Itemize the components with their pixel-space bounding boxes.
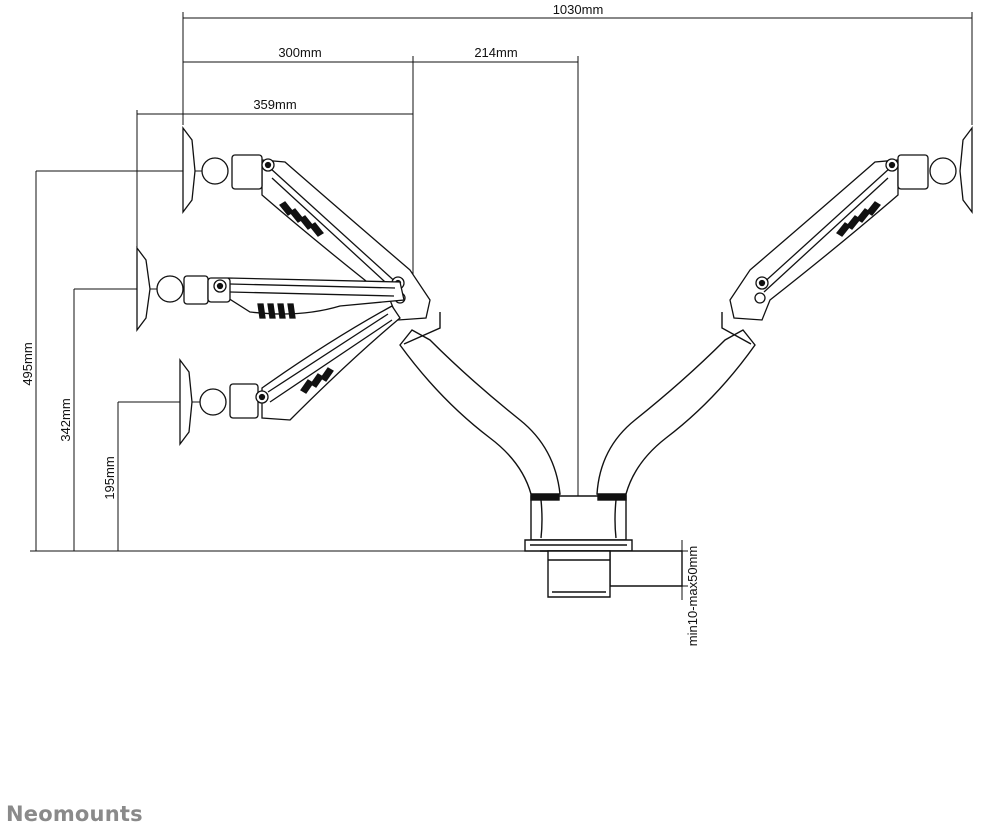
label-height-high: 495mm xyxy=(20,342,35,385)
dimension-lines xyxy=(30,12,973,600)
vent-slots xyxy=(300,367,334,394)
label-height-mid: 342mm xyxy=(58,398,73,441)
tilt-head xyxy=(183,275,209,305)
vesa-plate xyxy=(959,126,973,214)
right-branch xyxy=(596,329,756,495)
label-pole-offset: 214mm xyxy=(474,45,517,60)
clamp-body xyxy=(547,550,611,598)
arm-segment xyxy=(261,305,401,421)
vent-slots xyxy=(257,303,296,319)
label-total-width: 1030mm xyxy=(553,2,604,17)
ball-joint xyxy=(156,275,184,303)
pole-arms xyxy=(399,312,756,495)
vent-slots xyxy=(836,201,881,237)
label-arm-extension: 359mm xyxy=(253,97,296,112)
vent-slots xyxy=(279,201,324,237)
label-height-low: 195mm xyxy=(102,456,117,499)
ball-joint xyxy=(929,157,957,185)
brand-logo: Neomounts xyxy=(6,802,143,826)
left-arm-mid xyxy=(136,246,405,332)
tilt-head xyxy=(229,383,259,419)
left-branch xyxy=(399,329,561,495)
tilt-head xyxy=(897,154,929,190)
ball-joint xyxy=(199,388,227,416)
arm-segment xyxy=(729,159,899,321)
right-arm-high xyxy=(729,126,973,321)
left-arm-low xyxy=(179,305,401,446)
ball-joint xyxy=(201,157,229,185)
vesa-plate xyxy=(179,358,193,446)
tilt-head xyxy=(231,154,263,190)
vesa-plate xyxy=(182,126,196,214)
label-desk-thickness: min10-max50mm xyxy=(685,546,700,646)
base-housing xyxy=(530,495,627,541)
vesa-plate xyxy=(136,246,151,332)
dimension-labels: 1030mm 300mm 214mm 359mm 495mm 342mm 195… xyxy=(20,2,700,646)
desk-clamp xyxy=(524,493,683,598)
arm-segment xyxy=(261,159,431,321)
label-arm-reach: 300mm xyxy=(278,45,321,60)
